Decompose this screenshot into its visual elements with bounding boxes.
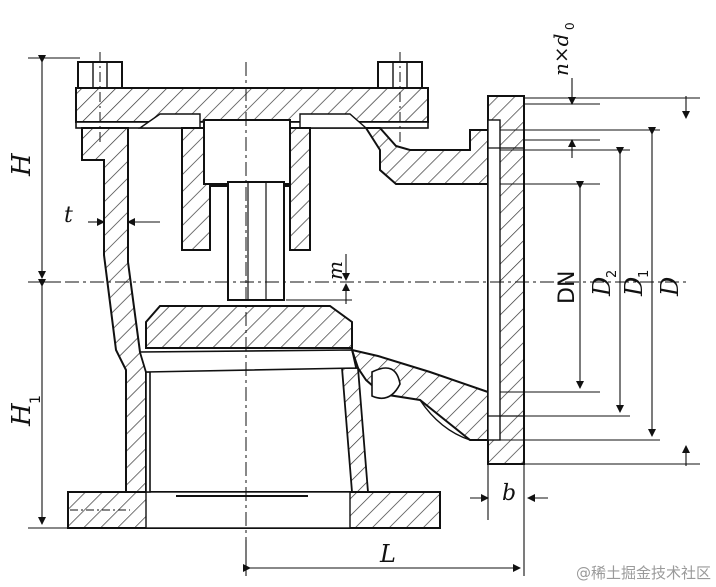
label-H1: H: [7, 402, 37, 427]
label-bolt-holes-sub: 0: [563, 22, 577, 30]
label-D: D: [656, 277, 684, 297]
label-b: b: [502, 481, 516, 506]
label-D1-sub: 1: [637, 270, 652, 278]
disc-assembly: [145, 119, 353, 349]
label-bolt-holes: n×d: [549, 34, 573, 76]
label-m: m: [323, 261, 347, 280]
label-H1-sub: 1: [28, 395, 44, 404]
center-lines: [40, 62, 690, 545]
bolt-left: [77, 52, 123, 145]
valve-body: [67, 95, 525, 529]
watermark: @稀土掘金技术社区: [576, 564, 711, 582]
label-D2-sub: 2: [605, 270, 620, 278]
label-D2: D: [588, 277, 616, 297]
dimension-lines: [28, 55, 700, 576]
label-t: t: [64, 203, 73, 228]
label-D1: D: [620, 277, 648, 297]
label-H: H: [7, 152, 37, 177]
bolt-right: [377, 52, 423, 145]
label-L: L: [379, 540, 396, 568]
label-DN: DN: [555, 271, 580, 304]
dimension-labels: H H 1 t m n×d 0 DN D 2 D 1 D b L: [7, 22, 684, 568]
